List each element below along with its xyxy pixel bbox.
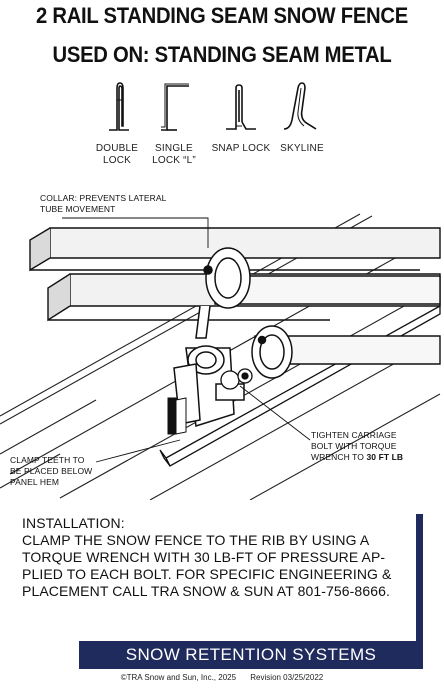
collar-lower: [251, 325, 293, 379]
banner-frame-accent: [416, 514, 423, 642]
footer: ©TRA Snow and Sun, Inc., 2025 Revision 0…: [0, 673, 444, 682]
double-lock-seam-icon: [109, 82, 129, 131]
page-subtitle: USED ON: STANDING SEAM METAL: [52, 42, 392, 67]
installation-instructions: INSTALLATION: CLAMP THE SNOW FENCE TO TH…: [22, 515, 412, 600]
installation-heading: INSTALLATION:: [22, 515, 125, 531]
footer-copyright: ©TRA Snow and Sun, Inc., 2025: [120, 673, 237, 682]
clamp-bracket: [173, 345, 245, 427]
collar-upper: [195, 247, 251, 339]
seam-label-double-lock: DOUBLE LOCK: [95, 143, 139, 166]
carriage-bolt: [220, 368, 253, 390]
footer-revision: Revision 03/25/2022: [250, 673, 324, 682]
snow-retention-banner: SNOW RETENTION SYSTEMS: [79, 641, 423, 669]
installation-body: CLAMP THE SNOW FENCE TO THE RIB BY USING…: [22, 532, 392, 599]
callout-collar: COLLAR: PREVENTS LATERAL TUBE MOVEMENT: [40, 193, 167, 214]
single-lock-l-seam-icon: [161, 83, 189, 131]
seam-label-single-lock: SINGLE LOCK “L”: [152, 143, 196, 166]
skyline-seam-icon: [283, 82, 317, 130]
snap-lock-seam-icon: [226, 84, 256, 130]
clamp-teeth: [167, 397, 187, 435]
callout-carriage-bolt: TIGHTEN CARRIAGE BOLT WITH TORQUE WRENCH…: [311, 430, 404, 462]
page-title: 2 RAIL STANDING SEAM SNOW FENCE: [36, 3, 408, 28]
callout-clamp-teeth: CLAMP TEETH TO BE PLACED BELOW PANEL HEM: [10, 455, 93, 487]
snow-fence-installation-diagram: [0, 213, 441, 500]
seam-label-skyline: SKYLINE: [280, 143, 324, 154]
round-pipe: [214, 275, 441, 365]
upper-rail-tube: [29, 227, 441, 272]
seam-label-snap-lock: SNAP LOCK: [211, 143, 271, 154]
callout-leaders: [62, 217, 311, 463]
